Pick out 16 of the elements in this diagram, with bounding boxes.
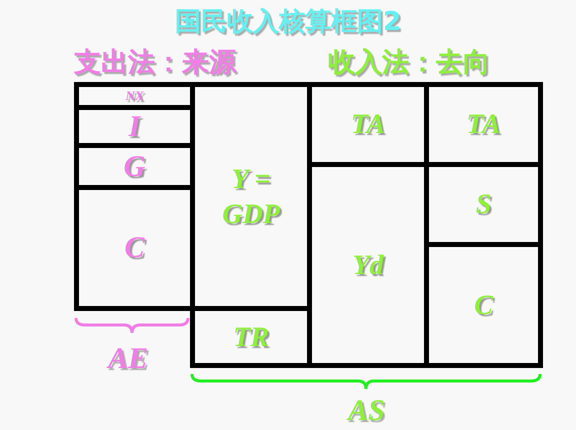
cell-label: TA: [350, 108, 386, 142]
heading-text: 支出法：来源: [74, 46, 236, 80]
cell-label: S: [476, 188, 492, 222]
cell-label: C: [474, 288, 493, 322]
diagram-title: 国民收入核算框图2: [174, 6, 402, 39]
cell-label: Y = GDP: [221, 162, 281, 232]
cell-label: C: [124, 230, 144, 266]
heading-text: 收入法：去向: [328, 46, 490, 80]
bracket-label: AE: [108, 342, 148, 376]
cell-label: NX: [125, 88, 144, 104]
cell-label: G: [124, 148, 146, 185]
cell-label: TR: [233, 320, 269, 354]
cell-label: TA: [466, 108, 501, 142]
cell-label: I: [128, 108, 140, 145]
bracket-label: AS: [348, 394, 385, 428]
cell-label: Yd: [352, 248, 384, 282]
